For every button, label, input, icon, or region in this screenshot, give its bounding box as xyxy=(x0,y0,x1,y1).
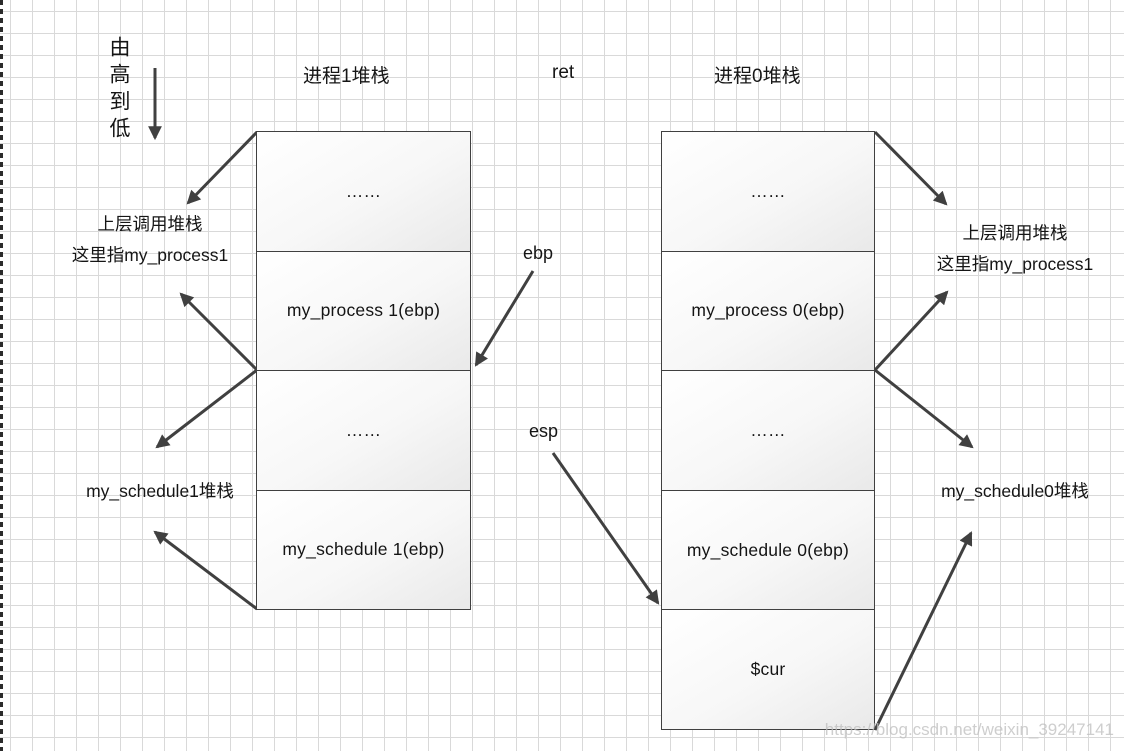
stack-cell: …… xyxy=(662,371,874,491)
esp-label: esp xyxy=(529,421,559,441)
stack-cell: my_process 1(ebp) xyxy=(257,251,470,371)
left-stack-mid-to-caller-arrow xyxy=(179,292,259,372)
stack-cell: my_process 0(ebp) xyxy=(662,251,874,372)
stack-cell: …… xyxy=(662,132,874,252)
esp-pointer-arrow xyxy=(551,452,660,605)
left-caller-annotation: 上层调用堆栈 这里指my_process1 xyxy=(40,209,260,271)
right-stack-title: 进程0堆栈 xyxy=(714,66,801,87)
process1-stack: …… my_process 1(ebp) …… my_schedule 1(eb… xyxy=(256,131,471,610)
stack-cell: $cur xyxy=(662,610,874,729)
right-caller-annotation: 上层调用堆栈 这里指my_process1 xyxy=(905,218,1124,280)
ebp-pointer-arrow xyxy=(474,270,535,367)
stack-cell: …… xyxy=(257,371,470,491)
right-stack-mid-to-schedule-arrow xyxy=(874,368,974,449)
left-caller-line1: 上层调用堆栈 xyxy=(97,214,203,234)
stack-cell: my_schedule 1(ebp) xyxy=(257,490,470,609)
left-stack-title: 进程1堆栈 xyxy=(303,66,390,87)
right-caller-line2: 这里指my_process1 xyxy=(936,254,1094,274)
left-dashed-edge xyxy=(0,0,3,751)
watermark: https://blog.csdn.net/weixin_39247141 xyxy=(824,720,1114,739)
left-schedule-annotation: my_schedule1堆栈 xyxy=(86,481,234,501)
stack-cell: my_schedule 0(ebp) xyxy=(662,490,874,611)
right-stack-bottom-to-schedule-arrow xyxy=(873,531,973,731)
right-schedule-annotation: my_schedule0堆栈 xyxy=(941,481,1089,501)
process0-stack: …… my_process 0(ebp) …… my_schedule 0(eb… xyxy=(661,131,875,730)
ret-label: ret xyxy=(552,62,575,83)
direction-label: 由高到低 xyxy=(107,36,130,144)
right-caller-line1: 上层调用堆栈 xyxy=(962,223,1068,243)
left-stack-top-to-caller-arrow xyxy=(186,130,259,205)
left-stack-mid-to-schedule-arrow xyxy=(155,368,258,449)
right-stack-top-to-caller-arrow xyxy=(873,130,948,206)
ebp-label: ebp xyxy=(523,243,554,263)
left-caller-line2: 这里指my_process1 xyxy=(71,245,229,265)
stack-cell: …… xyxy=(257,132,470,252)
left-stack-bottom-to-schedule-arrow xyxy=(153,530,258,611)
right-stack-mid-to-caller-arrow xyxy=(873,290,949,372)
